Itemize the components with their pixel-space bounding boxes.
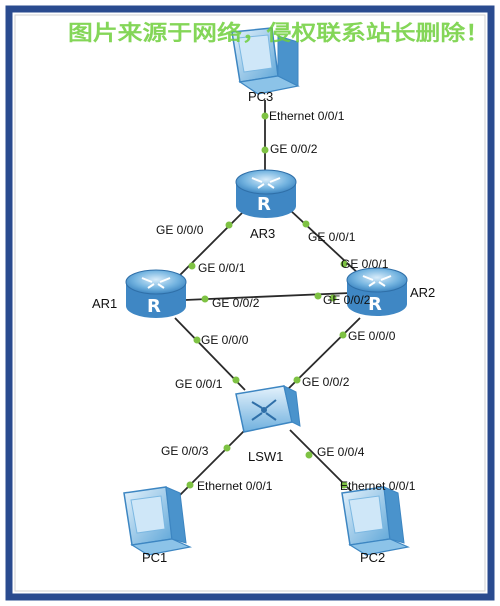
port-label-ar3-ge001: GE 0/0/1: [308, 230, 356, 244]
port-label-ar1-ge000: GE 0/0/0: [201, 333, 249, 347]
pc3-icon[interactable]: [231, 27, 300, 95]
lsw1-switch-icon[interactable]: [235, 385, 301, 433]
svg-text:R: R: [368, 294, 382, 315]
ar1-router-icon[interactable]: R: [125, 269, 187, 318]
ar3-label: AR3: [250, 226, 275, 241]
port-label-pc1-eth: Ethernet 0/0/1: [197, 479, 273, 493]
port-label-ar1-ge001: GE 0/0/1: [198, 261, 246, 275]
port-dots: [186, 112, 348, 489]
pc1-icon[interactable]: [123, 486, 192, 556]
ar2-router-icon[interactable]: R: [346, 267, 408, 316]
port-label-lsw1-ge004: GE 0/0/4: [317, 445, 365, 459]
link-ar3-ar2: [289, 209, 361, 276]
svg-text:R: R: [147, 296, 161, 317]
port-label-lsw1-ge001: GE 0/0/1: [175, 377, 223, 391]
port-label-lsw1-ge002: GE 0/0/2: [302, 375, 350, 389]
port-label-ar3-ge002: GE 0/0/2: [270, 142, 318, 156]
pc2-label: PC2: [360, 550, 385, 565]
outer-border: [5, 5, 495, 601]
ar2-label: AR2: [410, 285, 435, 300]
link-ar1-ar2: [184, 292, 351, 301]
lsw1-label: LSW1: [248, 449, 283, 464]
pc3-label: PC3: [248, 89, 273, 104]
pc1-label: PC1: [142, 550, 167, 565]
port-label-pc2-eth: Ethernet 0/0/1: [340, 479, 416, 493]
port-label-ar3-ge000: GE 0/0/0: [156, 223, 204, 237]
ar1-label: AR1: [92, 296, 117, 311]
port-label-lsw1-ge003: GE 0/0/3: [161, 444, 209, 458]
port-label-ar1-ge002: GE 0/0/2: [212, 296, 260, 310]
pc2-icon[interactable]: [341, 486, 410, 556]
port-label-ar2-ge002: GE 0/0/2: [323, 293, 371, 307]
port-label-ar2-ge000: GE 0/0/0: [348, 329, 396, 343]
port-label-ar2-ge001: GE 0/0/1: [341, 257, 389, 271]
ar3-router-icon[interactable]: R: [235, 169, 297, 218]
watermark-text: 图片来源于网络，侵权联系站长删除！: [68, 21, 490, 45]
svg-text:R: R: [257, 194, 271, 215]
port-label-pc3-eth: Ethernet 0/0/1: [269, 109, 345, 123]
